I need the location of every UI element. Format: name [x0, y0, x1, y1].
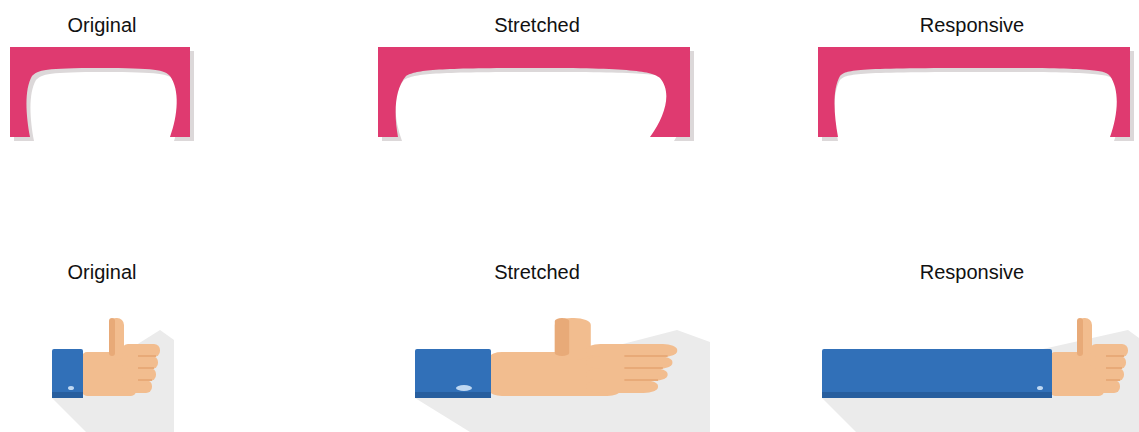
column-label: Responsive	[852, 13, 1092, 37]
column-label: Responsive	[852, 260, 1092, 284]
arch-original	[10, 47, 194, 141]
column-label: Original	[0, 260, 222, 284]
arch-responsive	[818, 47, 1134, 141]
thumb-stretched	[415, 318, 710, 432]
column-label: Original	[0, 13, 222, 37]
thumb-original	[52, 318, 174, 432]
column-label: Stretched	[417, 13, 657, 37]
arch-stretched	[378, 47, 694, 141]
thumb-responsive	[822, 318, 1139, 432]
column-label: Stretched	[417, 260, 657, 284]
